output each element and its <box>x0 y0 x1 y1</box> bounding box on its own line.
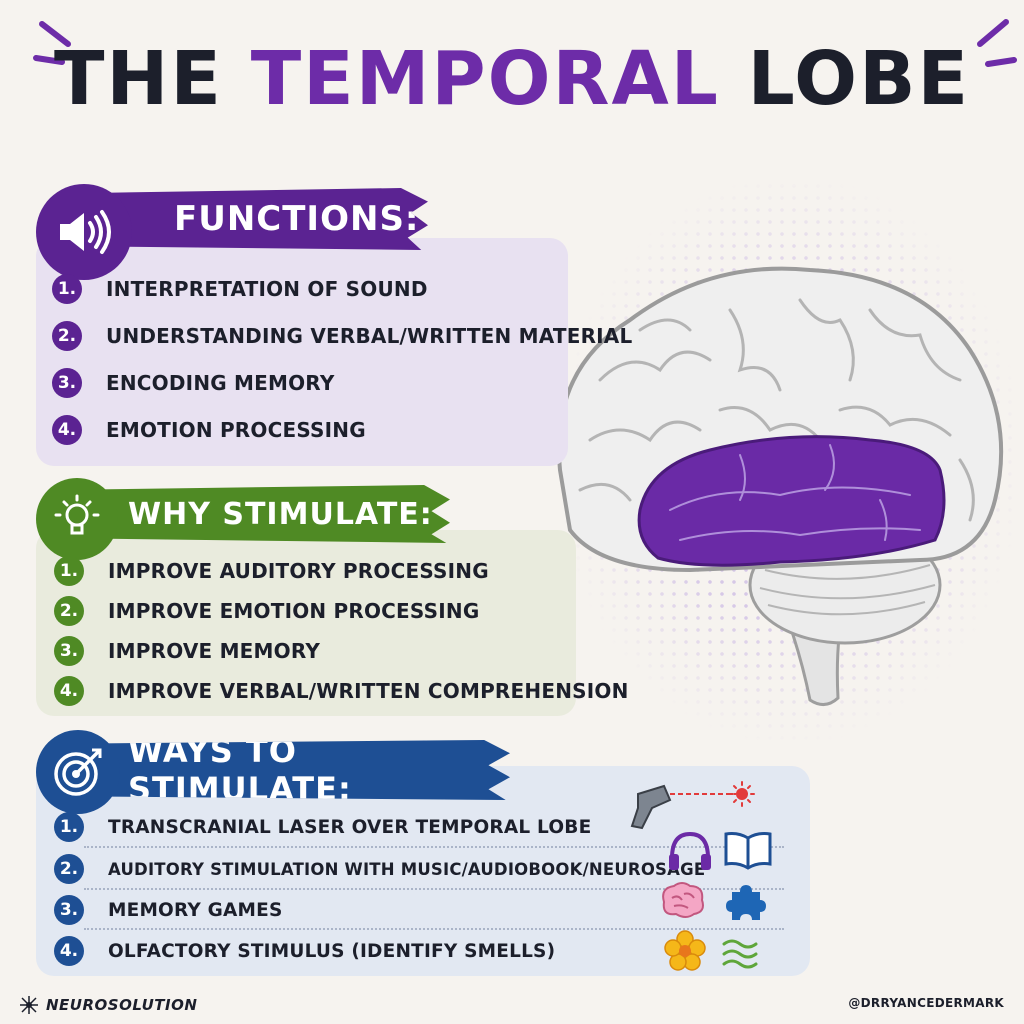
item-text: IMPROVE VERBAL/WRITTEN COMPREHENSION <box>108 679 629 703</box>
item-number: 3. <box>52 368 82 398</box>
item-text: IMPROVE EMOTION PROCESSING <box>108 599 480 623</box>
list-item: 3. IMPROVE MEMORY <box>54 636 320 666</box>
brain-illustration <box>556 266 1004 706</box>
ways-to-stimulate-header-label: WAYS TO STIMULATE: <box>128 732 352 808</box>
title-part-2: TEMPORAL <box>250 36 720 122</box>
title-burst-right-icon <box>977 19 1017 67</box>
item-number: 3. <box>54 636 84 666</box>
item-text: EMOTION PROCESSING <box>106 418 366 442</box>
headphones-icon <box>669 831 711 870</box>
item-text: MEMORY GAMES <box>108 899 283 921</box>
ways-to-stimulate-header: WAYS TO STIMULATE: <box>80 740 510 800</box>
list-item: 3. MEMORY GAMES <box>54 895 283 925</box>
why-stimulate-card <box>36 530 576 716</box>
item-number: 4. <box>54 936 84 966</box>
book-icon <box>724 832 772 870</box>
functions-header-label: FUNCTIONS: <box>174 199 420 239</box>
title-part-3: LOBE <box>719 36 971 122</box>
divider <box>84 846 784 848</box>
item-text: ENCODING MEMORY <box>106 371 335 395</box>
neurosolution-logo-icon <box>20 996 38 1014</box>
item-text: IMPROVE MEMORY <box>108 639 321 663</box>
item-number: 3. <box>54 895 84 925</box>
flower-icon <box>664 930 706 971</box>
list-item: 4. OLFACTORY STIMULUS (IDENTIFY SMELLS) <box>54 936 555 966</box>
list-item: 4. IMPROVE VERBAL/WRITTEN COMPREHENSION <box>54 676 629 706</box>
page-title: THE TEMPORAL LOBE <box>0 36 1024 122</box>
list-item: 2. UNDERSTANDING VERBAL/WRITTEN MATERIAL <box>52 321 632 351</box>
item-text: INTERPRETATION OF SOUND <box>106 277 428 301</box>
speaker-icon <box>36 184 132 280</box>
item-number: 1. <box>52 274 82 304</box>
laser-icon <box>630 781 755 830</box>
item-number: 2. <box>52 321 82 351</box>
target-icon <box>36 730 120 814</box>
why-stimulate-header: WHY STIMULATE: <box>80 485 450 543</box>
item-number: 4. <box>52 415 82 445</box>
lightbulb-icon <box>36 478 118 560</box>
puzzle-icon <box>726 885 766 920</box>
list-item: 2. IMPROVE EMOTION PROCESSING <box>54 596 479 626</box>
list-item: 4. EMOTION PROCESSING <box>52 415 366 445</box>
list-item: 1. INTERPRETATION OF SOUND <box>52 274 428 304</box>
item-number: 4. <box>54 676 84 706</box>
list-item: 1. IMPROVE AUDITORY PROCESSING <box>54 556 489 586</box>
item-text: OLFACTORY STIMULUS (IDENTIFY SMELLS) <box>108 940 556 962</box>
list-item: 3. ENCODING MEMORY <box>52 368 335 398</box>
item-text: TRANSCRANIAL LASER OVER TEMPORAL LOBE <box>108 816 592 838</box>
list-item: 1. TRANSCRANIAL LASER OVER TEMPORAL LOBE <box>54 812 591 842</box>
item-number: 1. <box>54 556 84 586</box>
divider <box>84 888 784 890</box>
functions-card <box>36 238 568 466</box>
item-text: AUDITORY STIMULATION WITH MUSIC/AUDIOBOO… <box>108 859 706 879</box>
divider <box>84 928 784 930</box>
item-number: 2. <box>54 854 84 884</box>
item-text: IMPROVE AUDITORY PROCESSING <box>108 559 489 583</box>
title-burst-left-icon <box>33 21 71 65</box>
author-handle: @DRRYANCEDERMARK <box>848 996 1004 1010</box>
why-stimulate-header-label: WHY STIMULATE: <box>128 496 433 532</box>
item-text: UNDERSTANDING VERBAL/WRITTEN MATERIAL <box>106 324 633 348</box>
title-part-1: THE <box>53 36 251 122</box>
functions-header: FUNCTIONS: <box>90 188 428 250</box>
smell-waves-icon <box>722 939 758 969</box>
item-number: 2. <box>54 596 84 626</box>
brand-name: NEUROSOLUTION <box>46 996 198 1014</box>
brain-icon <box>662 882 704 918</box>
footer-brand: NEUROSOLUTION <box>18 994 197 1016</box>
list-item: 2. AUDITORY STIMULATION WITH MUSIC/AUDIO… <box>54 854 705 884</box>
item-number: 1. <box>54 812 84 842</box>
